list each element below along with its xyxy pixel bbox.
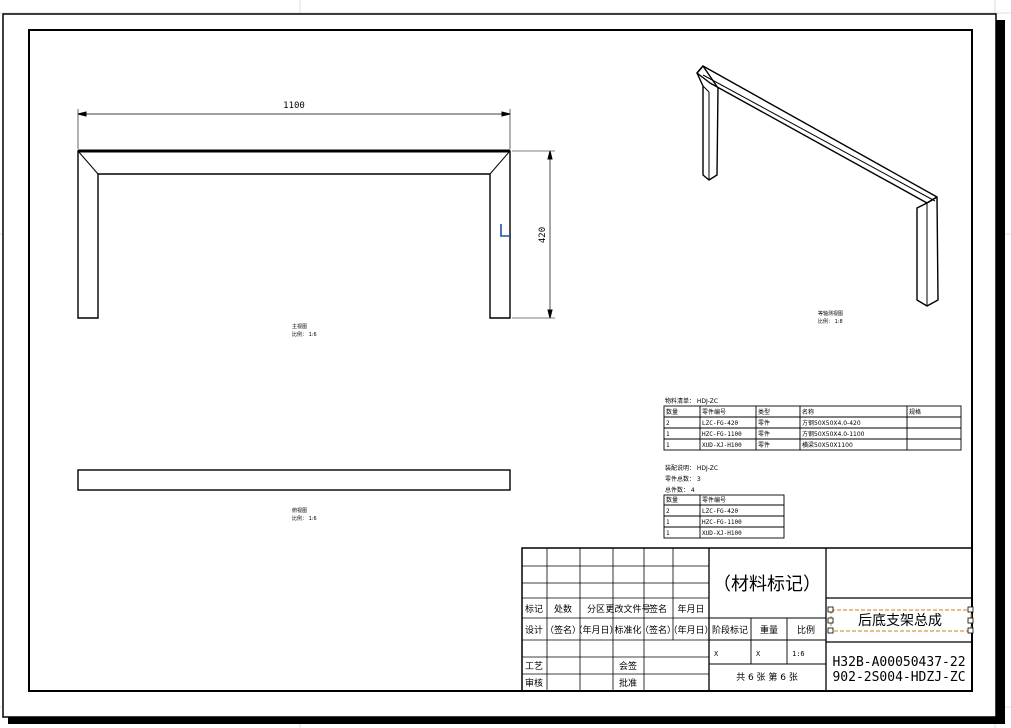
rev-header-docno: 更改文件号 [605,603,650,615]
weight-label: 重量 [760,624,778,636]
process-label: 工艺 [525,661,543,672]
bom1-header-partno: 零件编号 [702,408,726,416]
bom1-header-qty: 数量 [666,408,678,416]
front-dim-height: 420 [538,227,548,243]
top-view-scale: 比例： 1:6 [292,515,317,522]
iso-view-caption: 等轴测视图 [818,310,843,317]
bom2-row3-qty: 1 [666,530,670,537]
part-name-field[interactable]: 后底支架总成 [858,613,942,629]
stage-value: X [714,650,719,658]
part-name-selection[interactable] [827,606,974,634]
rev-header-date: 年月日 [677,603,704,615]
bom1-row2-name: 方钢50X50X4.0-1100 [802,430,865,438]
scale-label: 比例 [797,624,815,636]
approve2-label: 批准 [619,677,637,689]
sheet-count: 共 6 张 第 6 张 [736,671,798,683]
bom1-row3-name: 横梁50X50X1100 [802,441,853,449]
bom2-row2-qty: 1 [666,519,670,526]
rev-header-mark: 标记 [525,603,543,615]
drawing-sheet [2,13,997,718]
front-view-caption: 主视图 [292,323,307,330]
top-view[interactable] [77,469,511,491]
bom1-header-type: 类型 [758,408,770,416]
bom2-caption-2: 零件总数： 3 [665,475,701,483]
bom2-caption-1: 装配说明： HDJ-ZC [665,464,718,472]
standardization-date: （年月日） [668,624,713,636]
iso-view-scale: 比例： 1:8 [818,318,843,325]
bom2-row3-partno: XUD-XJ-H100 [702,530,742,537]
bom1-row3-type: 零件 [758,441,770,449]
bom1-row1-name: 方钢50X50X4.0-420 [802,419,861,427]
bom2-header-partno: 零件编号 [702,496,726,504]
bom1-row1-partno: LZC-FG-420 [702,420,739,427]
bom1-row3-partno: XUD-XJ-H100 [702,442,742,449]
bom1-caption: 物料清单： HDJ-ZC [665,397,718,405]
front-view-scale: 比例： 1:6 [292,331,317,338]
title-block[interactable]: （材料标记） 后底支架总成 H32B-A00050437-22 902-2S00… [521,547,974,692]
bom1-row2-partno: HZC-FG-1100 [702,431,742,438]
bom1-header-name: 名称 [802,408,814,416]
stage-label: 阶段标记 [712,624,748,636]
design-sign: （签名） [545,624,581,636]
rev-header-count: 处数 [554,603,572,615]
bom1-row1-type: 零件 [758,419,770,427]
bom2-row1-qty: 2 [666,508,670,515]
inner-frame [28,29,973,692]
bom2-row2-partno: HZC-FG-1100 [702,519,742,526]
bom-table-parts[interactable]: 物料清单： HDJ-ZC 数量 零件编号 类型 名称 规格 2 LZC-FG-4… [663,397,962,451]
top-view-caption: 俯视图 [292,507,307,514]
bom2-header-qty: 数量 [666,496,678,504]
design-date: （年月日） [573,624,618,636]
front-view[interactable] [77,109,555,319]
isometric-view[interactable] [696,65,939,307]
front-dim-width: 1100 [283,101,305,111]
bom1-row1-qty: 2 [666,420,670,427]
bom-table-assembly[interactable]: 装配说明： HDJ-ZC 零件总数： 3 总件数： 4 数量 零件编号 2 LZ… [663,464,785,539]
scale-value: 1:6 [792,650,805,658]
rev-header-sign: 签名 [649,603,667,615]
bom2-caption-3: 总件数： 4 [665,486,695,494]
bom1-header-spec: 规格 [909,408,921,416]
design-label: 设计 [525,624,543,636]
standardization-sign: （签名） [640,624,676,636]
drawing-code-1: H32B-A00050437-22 [832,655,965,670]
check-label: 审核 [525,677,543,689]
approve-label: 会签 [619,660,637,672]
bom1-row2-qty: 1 [666,431,670,438]
drawing-code-2: 902-2S004-HDZJ-ZC [832,670,965,685]
bom1-row2-type: 零件 [758,430,770,438]
standardization-label: 标准化 [614,624,641,636]
bom1-row3-qty: 1 [666,442,670,449]
weight-value: X [756,650,761,658]
rev-header-zone: 分区 [587,604,605,615]
bom2-row1-partno: LZC-FG-420 [702,508,739,515]
material-mark: （材料标记） [713,574,821,595]
